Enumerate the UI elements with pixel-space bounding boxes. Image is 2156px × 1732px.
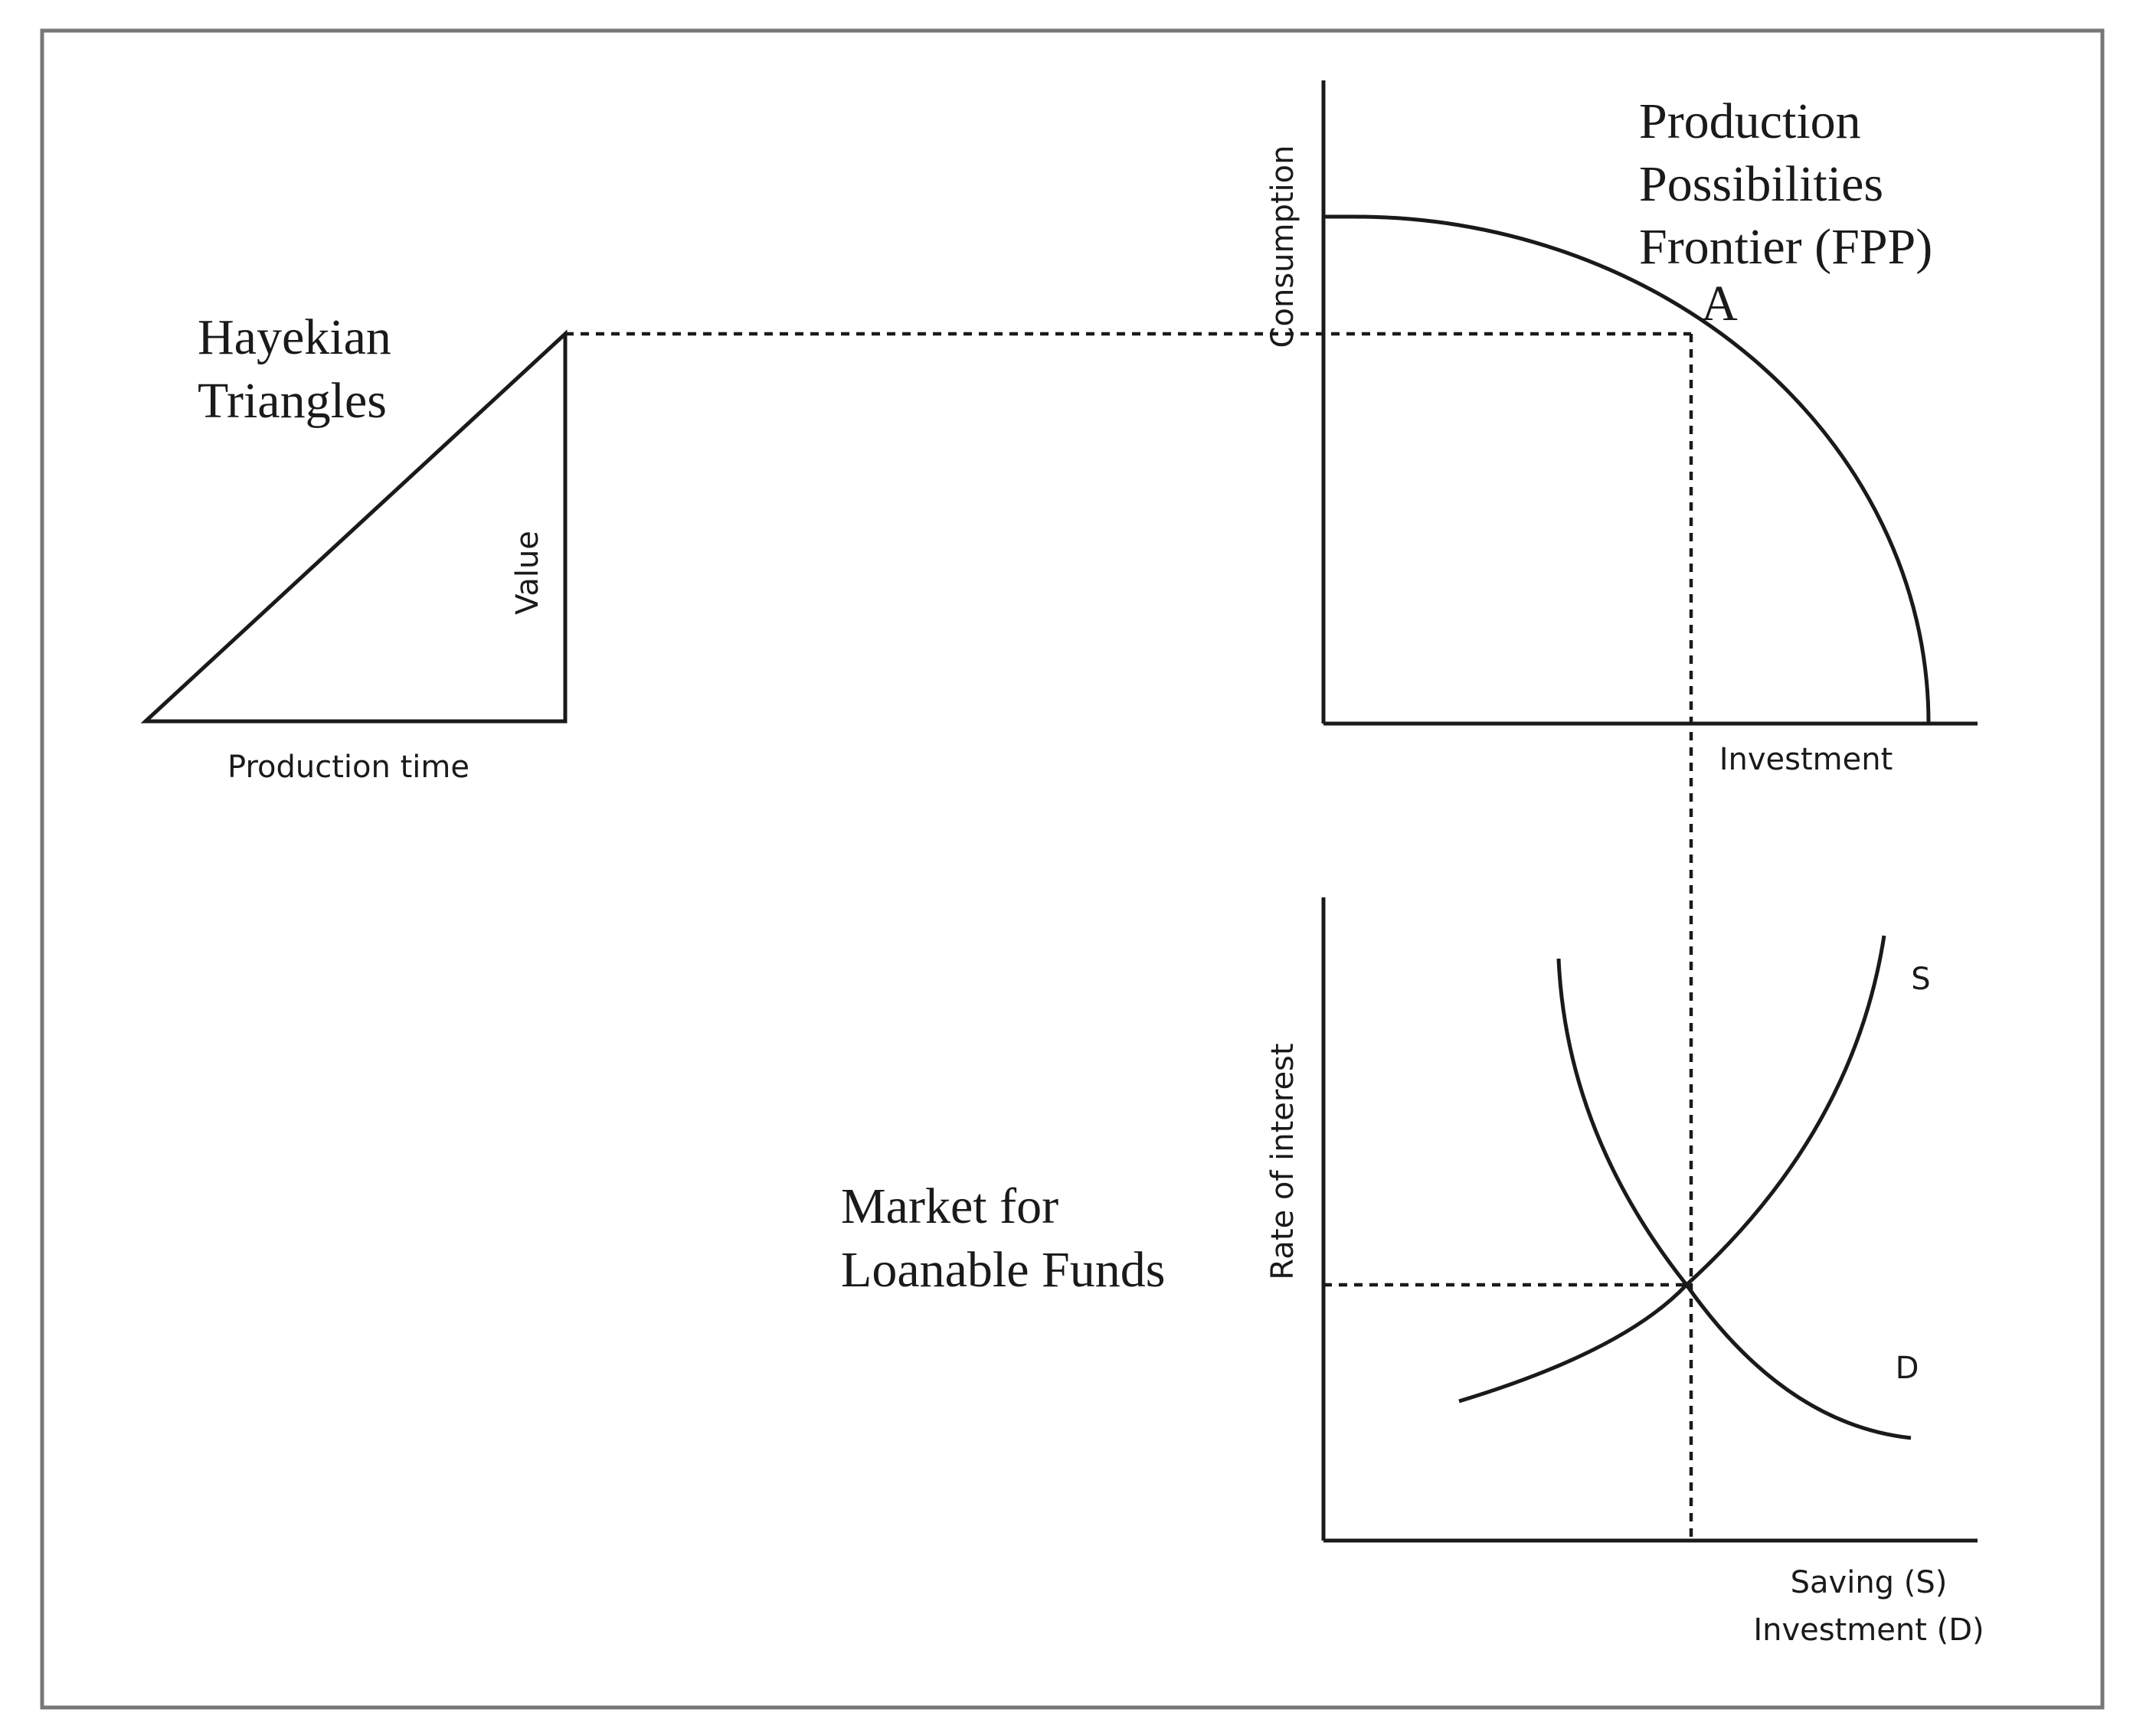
hayekian-triangle-panel: Hayekian Triangles Production time Value bbox=[140, 309, 568, 785]
demand-curve bbox=[1556, 958, 1912, 1440]
loanable-funds-y-axis-label: Rate of interest bbox=[1265, 1043, 1300, 1279]
outer-frame bbox=[40, 28, 2105, 1710]
loanable-funds-x-axis-label-line-1: Saving (S) bbox=[1791, 1565, 1948, 1600]
loanable-funds-title-line-1: Market for bbox=[841, 1178, 1058, 1234]
ppf-x-axis-label: Investment bbox=[1719, 742, 1893, 777]
supply-curve bbox=[1458, 935, 1886, 1404]
hayekian-x-axis-label: Production time bbox=[227, 750, 469, 785]
hayekian-title-line-1: Hayekian bbox=[198, 309, 391, 365]
ppf-panel: Production Possibilities Frontier (FPP) … bbox=[1265, 80, 1978, 777]
supply-curve-label: S bbox=[1911, 962, 1930, 997]
ppf-curve bbox=[1323, 214, 1931, 724]
ppf-title-line-2: Possibilities bbox=[1639, 156, 1883, 212]
loanable-funds-x-axis-label-line-2: Investment (D) bbox=[1753, 1613, 1984, 1648]
demand-curve-label: D bbox=[1896, 1351, 1919, 1386]
hayekian-y-axis-label: Value bbox=[510, 531, 545, 615]
ppf-title-line-3: Frontier (FPP) bbox=[1639, 219, 1932, 275]
loanable-funds-title-line-2: Loanable Funds bbox=[841, 1242, 1165, 1298]
hayekian-triangle bbox=[140, 329, 568, 724]
loanable-funds-panel: Market for Loanable Funds Rate of intere… bbox=[841, 897, 1984, 1648]
hayekian-title-line-2: Triangles bbox=[198, 373, 387, 429]
ppf-title-line-1: Production bbox=[1639, 93, 1861, 149]
ppf-y-axis-label: Consumption bbox=[1265, 145, 1300, 348]
ppf-point-a-label: A bbox=[1701, 276, 1738, 332]
